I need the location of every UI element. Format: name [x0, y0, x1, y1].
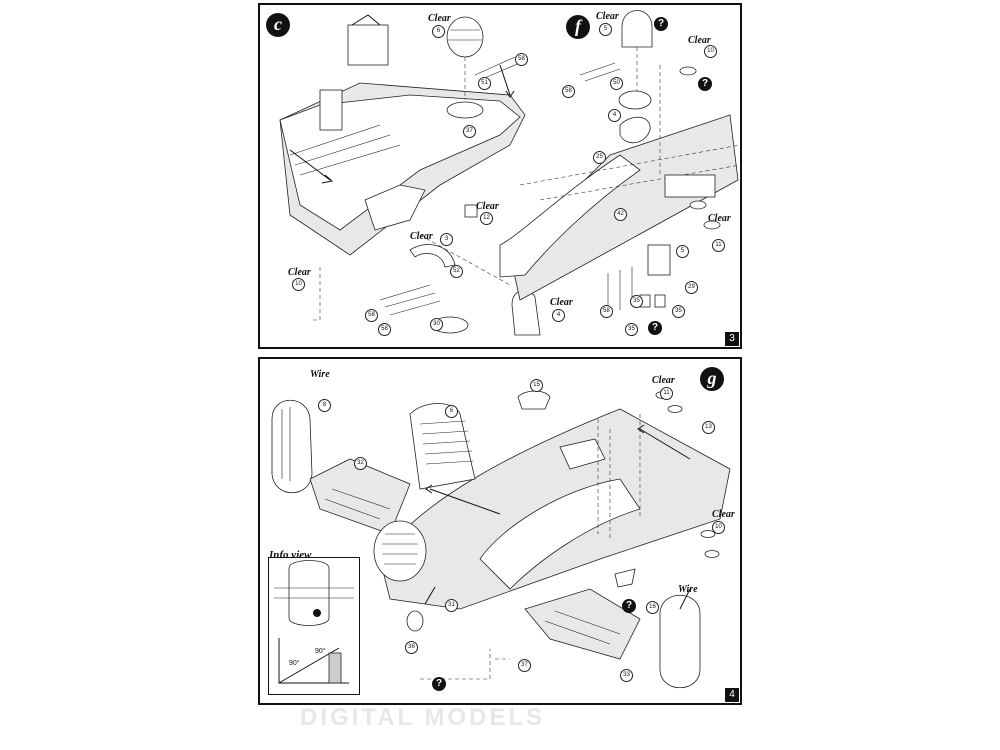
turret-frame	[409, 244, 456, 268]
part-number: 58	[562, 85, 575, 98]
clear-label: Clear	[476, 201, 499, 212]
tailwheel	[406, 610, 424, 632]
part-number: 15	[530, 379, 543, 392]
part-number: 58	[600, 305, 613, 318]
fuselage-spine	[499, 154, 641, 278]
part-number: 51	[478, 77, 491, 90]
info-view-diagram	[274, 560, 354, 684]
seat-assembly	[347, 24, 389, 66]
part-number: 5	[676, 245, 689, 258]
part-number: 10	[712, 521, 725, 534]
part-number: 33	[620, 669, 633, 682]
assembly-diagram-bottom	[271, 390, 731, 689]
part-number: 10	[704, 45, 717, 58]
step-c-badge: c	[266, 13, 290, 37]
clear-label: Clear	[712, 509, 735, 520]
wire-label: Wire	[310, 369, 330, 380]
part-number: 35	[672, 305, 685, 318]
clear-label: Clear	[652, 375, 675, 386]
part-number: 58	[378, 323, 391, 336]
fuselage-block	[559, 438, 606, 470]
step-f-badge: f	[566, 15, 590, 39]
clear-canopy-15	[517, 390, 551, 410]
instruction-panel-bottom: g Wire Wire Clear Clear 8 6 32 15 11 13 …	[258, 357, 742, 705]
watermark-text: DIGITAL MODELS	[300, 704, 546, 731]
assembly-diagram-top	[279, 10, 740, 336]
turret-dome	[446, 16, 484, 58]
part-number: 31	[445, 599, 458, 612]
part-number: 11	[660, 387, 673, 400]
turret-ring	[446, 101, 484, 119]
part-number: 25	[593, 151, 606, 164]
clear-label: Clear	[410, 231, 433, 242]
clear-label: Clear	[596, 11, 619, 22]
info-view-inset: 90° 90°	[268, 557, 360, 695]
decal-marker: ?	[654, 17, 668, 31]
instrument-panel	[319, 89, 343, 131]
vertical-fin	[409, 403, 476, 490]
part-number: 6	[432, 25, 445, 38]
part-number: 29	[685, 281, 698, 294]
part-number: 11	[712, 239, 725, 252]
page-number: 3	[725, 332, 739, 346]
nose-turret	[373, 520, 427, 582]
clear-label: Clear	[550, 297, 573, 308]
bulkhead-block	[664, 174, 716, 198]
part-number: 13	[702, 421, 715, 434]
part-number: 5	[599, 23, 612, 36]
tail-fin-right	[659, 594, 701, 689]
part-number: 8	[318, 399, 331, 412]
part-number: 50	[610, 77, 623, 90]
part-number: 4	[608, 109, 621, 122]
stabiliser-right	[524, 588, 641, 660]
part-number: 6	[445, 405, 458, 418]
part-number: 4	[552, 309, 565, 322]
part-number: 35	[625, 323, 638, 336]
part-number: 58	[515, 53, 528, 66]
turret-cylinder	[647, 244, 671, 276]
part-number: 30	[430, 318, 443, 331]
part-number: 36	[405, 641, 418, 654]
clear-label: Clear	[688, 35, 711, 46]
wire-label: Wire	[678, 584, 698, 595]
instruction-panel-top: c f Clear Clear Clear Clear Clear Clear …	[258, 3, 742, 349]
fuselage-right-half	[509, 114, 739, 301]
part-number: 3	[440, 233, 453, 246]
canopy-left	[364, 184, 426, 231]
part-number: 12	[480, 212, 493, 225]
turret-ring-f	[618, 90, 652, 110]
part-number: 58	[365, 309, 378, 322]
clear-label: Clear	[708, 213, 731, 224]
page-number: 4	[725, 688, 739, 702]
part-number: 52	[450, 265, 463, 278]
part-number: 16	[646, 601, 659, 614]
clear-part-12	[464, 204, 478, 218]
step-g-badge: g	[700, 367, 724, 391]
part-number: 32	[354, 457, 367, 470]
part-number: 42	[614, 208, 627, 221]
part-number: 37	[463, 125, 476, 138]
angle-label: 90°	[289, 660, 300, 667]
stabiliser-left	[309, 458, 411, 535]
part-number: 35	[630, 295, 643, 308]
part-number: 37	[518, 659, 531, 672]
angle-label: 90°	[315, 648, 326, 655]
clear-label: Clear	[288, 267, 311, 278]
decal-marker: ?	[432, 677, 446, 691]
decal-marker: ?	[622, 599, 636, 613]
turret-clear-f	[621, 10, 653, 48]
part-number: 10	[292, 278, 305, 291]
tail-fin-left	[271, 399, 313, 494]
clear-label: Clear	[428, 13, 451, 24]
turret-opening	[619, 116, 651, 144]
decal-marker: ?	[698, 77, 712, 91]
decal-marker: ?	[648, 321, 662, 335]
